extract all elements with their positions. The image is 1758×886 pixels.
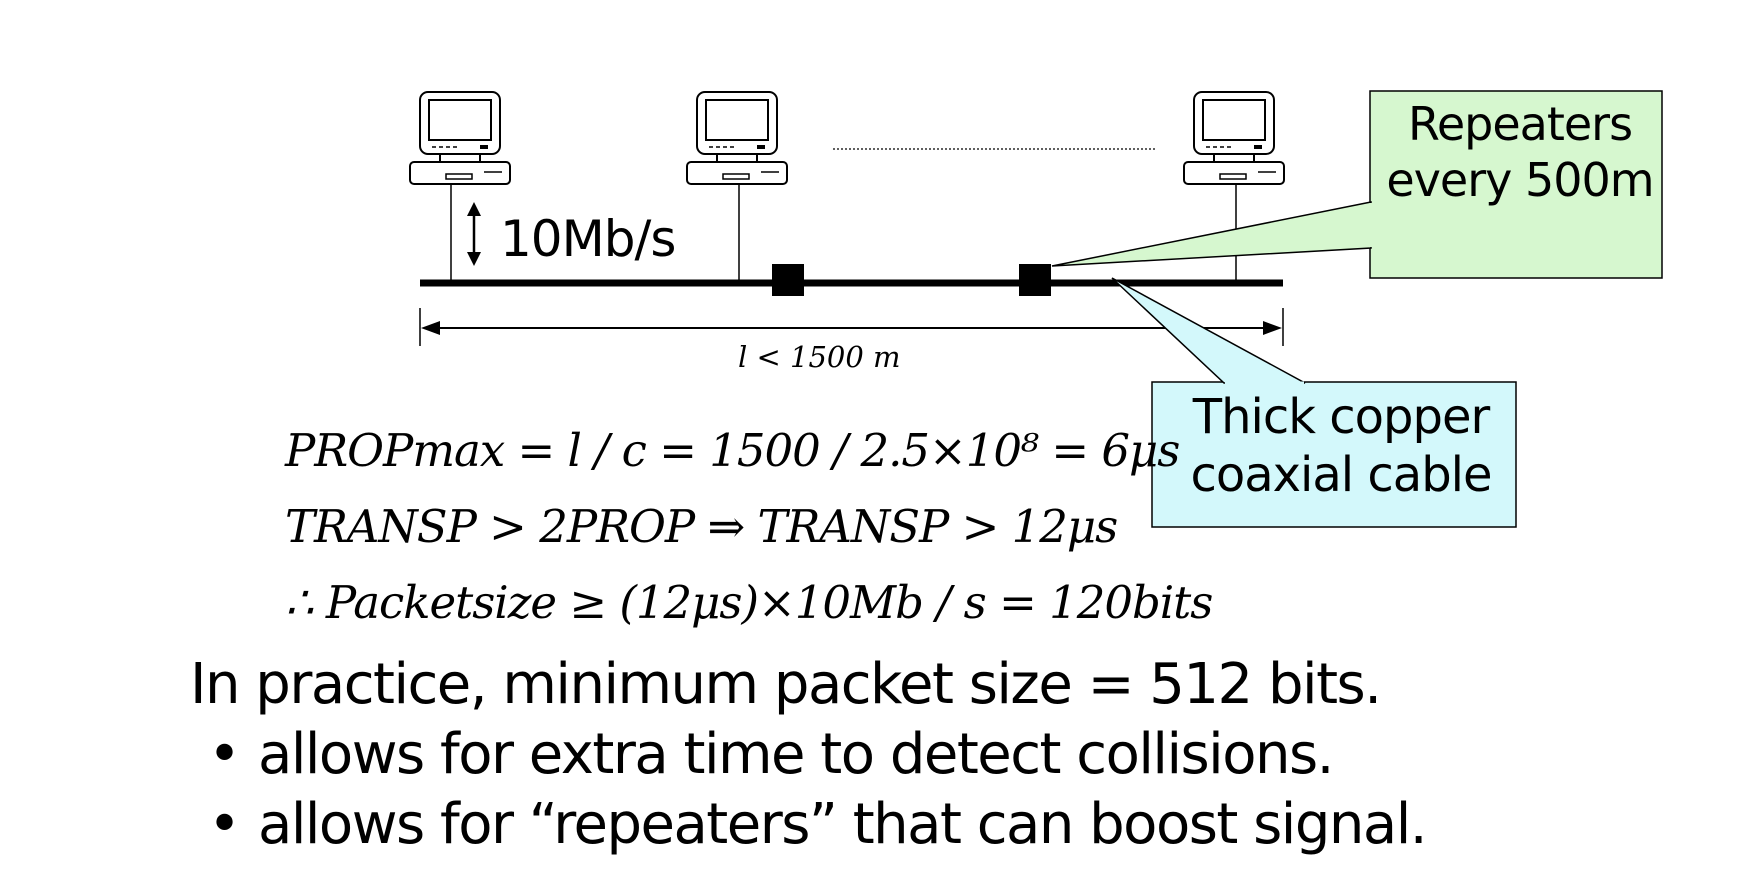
length-dimension (419, 308, 1284, 346)
bullet-dot-icon: • (208, 722, 241, 787)
bullet-text: allows for extra time to detect collisio… (258, 722, 1334, 787)
repeater (772, 264, 804, 296)
cable-callout (1111, 277, 1517, 528)
rate-arrow-icon (467, 202, 481, 266)
computer-icon (1183, 91, 1285, 185)
equation-prop-max: PROPmax = l / c = 1500 / 2.5×10⁸ = 6μs (285, 424, 1180, 477)
rate-label: 10Mb/s (500, 210, 676, 268)
practice-statement: In practice, minimum packet size = 512 b… (190, 652, 1382, 717)
repeaters-callout-label: Repeaters every 500m (1386, 97, 1654, 207)
computer-icon (409, 91, 511, 185)
repeater (1019, 264, 1051, 296)
bullet-dot-icon: • (208, 792, 241, 857)
equation-packet-size: ∴ Packetsize ≥ (12μs)×10Mb / s = 120bits (285, 576, 1213, 629)
cable-callout-label: Thick copper coaxial cable (1190, 389, 1492, 503)
equation-transp: TRANSP > 2PROP ⇒ TRANSP > 12μs (285, 500, 1118, 553)
bullet-text: allows for “repeaters” that can boost si… (258, 792, 1428, 857)
length-label: l < 1500 m (738, 340, 901, 374)
repeaters-callout (1051, 90, 1663, 279)
bullet-item: • allows for “repeaters” that can boost s… (208, 792, 1428, 857)
bullet-item: • allows for extra time to detect collisi… (208, 722, 1334, 787)
computer-icon (686, 91, 788, 185)
